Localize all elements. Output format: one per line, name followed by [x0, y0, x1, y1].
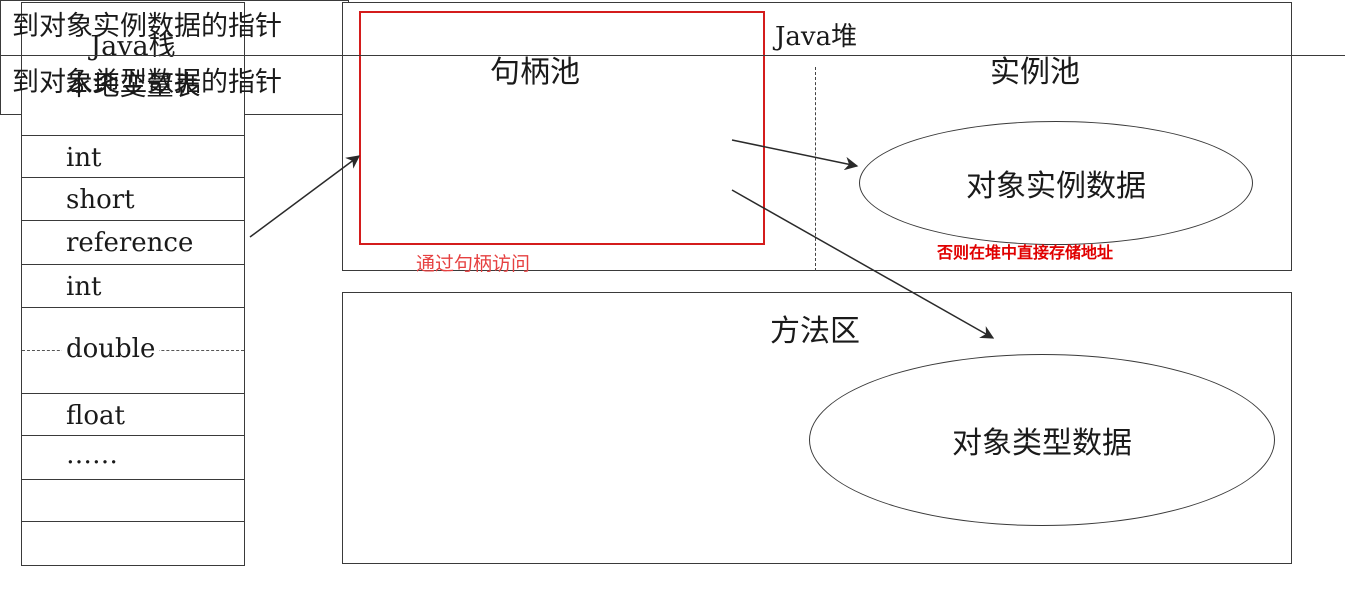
instance-data-pointer: 到对象实例数据的指针: [12, 11, 282, 42]
stack-row-double: double: [22, 308, 244, 394]
stack-row-label: double: [62, 334, 160, 364]
stack-row-int-2: int: [22, 265, 244, 308]
stack-row-ellipsis: ……: [22, 436, 244, 480]
method-area-title: 方法区: [770, 314, 860, 349]
stack-row-label: short: [66, 185, 135, 215]
java-stack-table: Java栈 本地变量表 int short reference int doub…: [21, 2, 245, 566]
reference-to-handle-arrow: [249, 155, 361, 238]
stack-row-label: int: [66, 143, 102, 173]
direct-address-note: 否则在堆中直接存储地址: [937, 243, 1114, 262]
type-pointer-arrow: [731, 189, 995, 339]
stack-row-label: reference: [66, 228, 194, 258]
stack-row-short: short: [22, 178, 244, 221]
stack-row-label: float: [66, 401, 125, 431]
pointer-divider: [0, 55, 1345, 56]
stack-row-label: int: [66, 272, 102, 302]
java-stack-header: Java栈 本地变量表: [22, 3, 244, 136]
handle-pool-title: 句柄池: [490, 55, 580, 90]
heap-pool-divider: [815, 67, 816, 271]
stack-row-label: ……: [66, 440, 118, 470]
stack-row-int: int: [22, 136, 244, 178]
handle-access-label: 通过句柄访问: [416, 253, 531, 275]
handle-pointer-box: 到对象实例数据的指针 到对象类型数据的指针: [0, 0, 1345, 115]
instance-pointer-arrow: [731, 139, 859, 171]
stack-row-float: float: [22, 394, 244, 436]
instance-pool-title: 实例池: [990, 55, 1080, 90]
local-variable-table-title: 本地变量表: [65, 71, 201, 102]
stack-row-empty: [22, 480, 244, 522]
object-type-data-ellipse: 对象类型数据: [809, 354, 1275, 526]
stack-row-reference: reference: [22, 221, 244, 265]
object-instance-data-ellipse: 对象实例数据: [859, 121, 1253, 245]
java-stack-title: Java栈: [90, 31, 176, 62]
handle-pool-highlight: [359, 11, 765, 245]
java-heap-title: Java堆: [775, 22, 858, 52]
type-data-pointer: 到对象类型数据的指针: [12, 67, 282, 98]
